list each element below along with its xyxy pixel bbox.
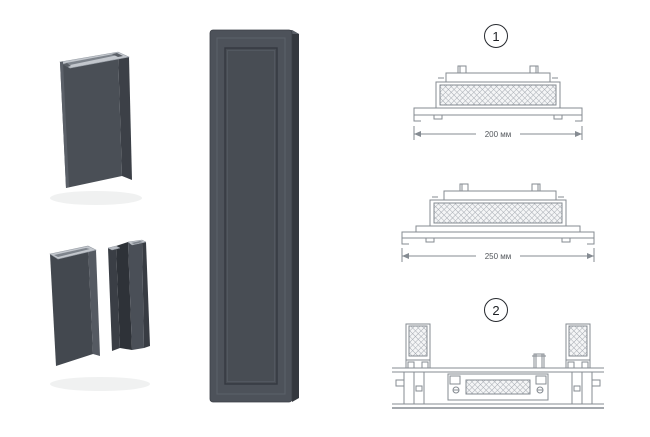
corner-shadow	[50, 377, 150, 391]
section-2-badge: 2	[484, 298, 508, 322]
threshold-detail-drawing	[392, 323, 604, 409]
section-2-number: 2	[492, 302, 500, 318]
section-drawing-200mm: 200 мм	[413, 65, 583, 140]
profile-shadow	[50, 191, 142, 205]
section-1-number: 1	[492, 28, 500, 44]
door-panel-render	[209, 29, 299, 403]
leaf-slab	[49, 245, 100, 366]
drawing2-dimension: 250 мм	[401, 248, 595, 262]
drawing1-dimension: 200 мм	[413, 126, 583, 140]
profile-cross-section-render	[50, 51, 142, 205]
drawing3-linework	[392, 323, 604, 409]
panel-body	[209, 29, 299, 403]
frame-channel	[107, 239, 150, 351]
dimension-250mm-label: 250 мм	[485, 252, 512, 261]
dimension-200mm-label: 200 мм	[485, 130, 512, 139]
drawing2-linework	[401, 183, 595, 245]
frame-corner-render	[49, 239, 150, 391]
section-1-badge: 1	[484, 24, 508, 48]
section-drawing-250mm: 250 мм	[401, 183, 595, 262]
profile-body	[59, 51, 132, 188]
drawing1-linework	[413, 65, 583, 122]
